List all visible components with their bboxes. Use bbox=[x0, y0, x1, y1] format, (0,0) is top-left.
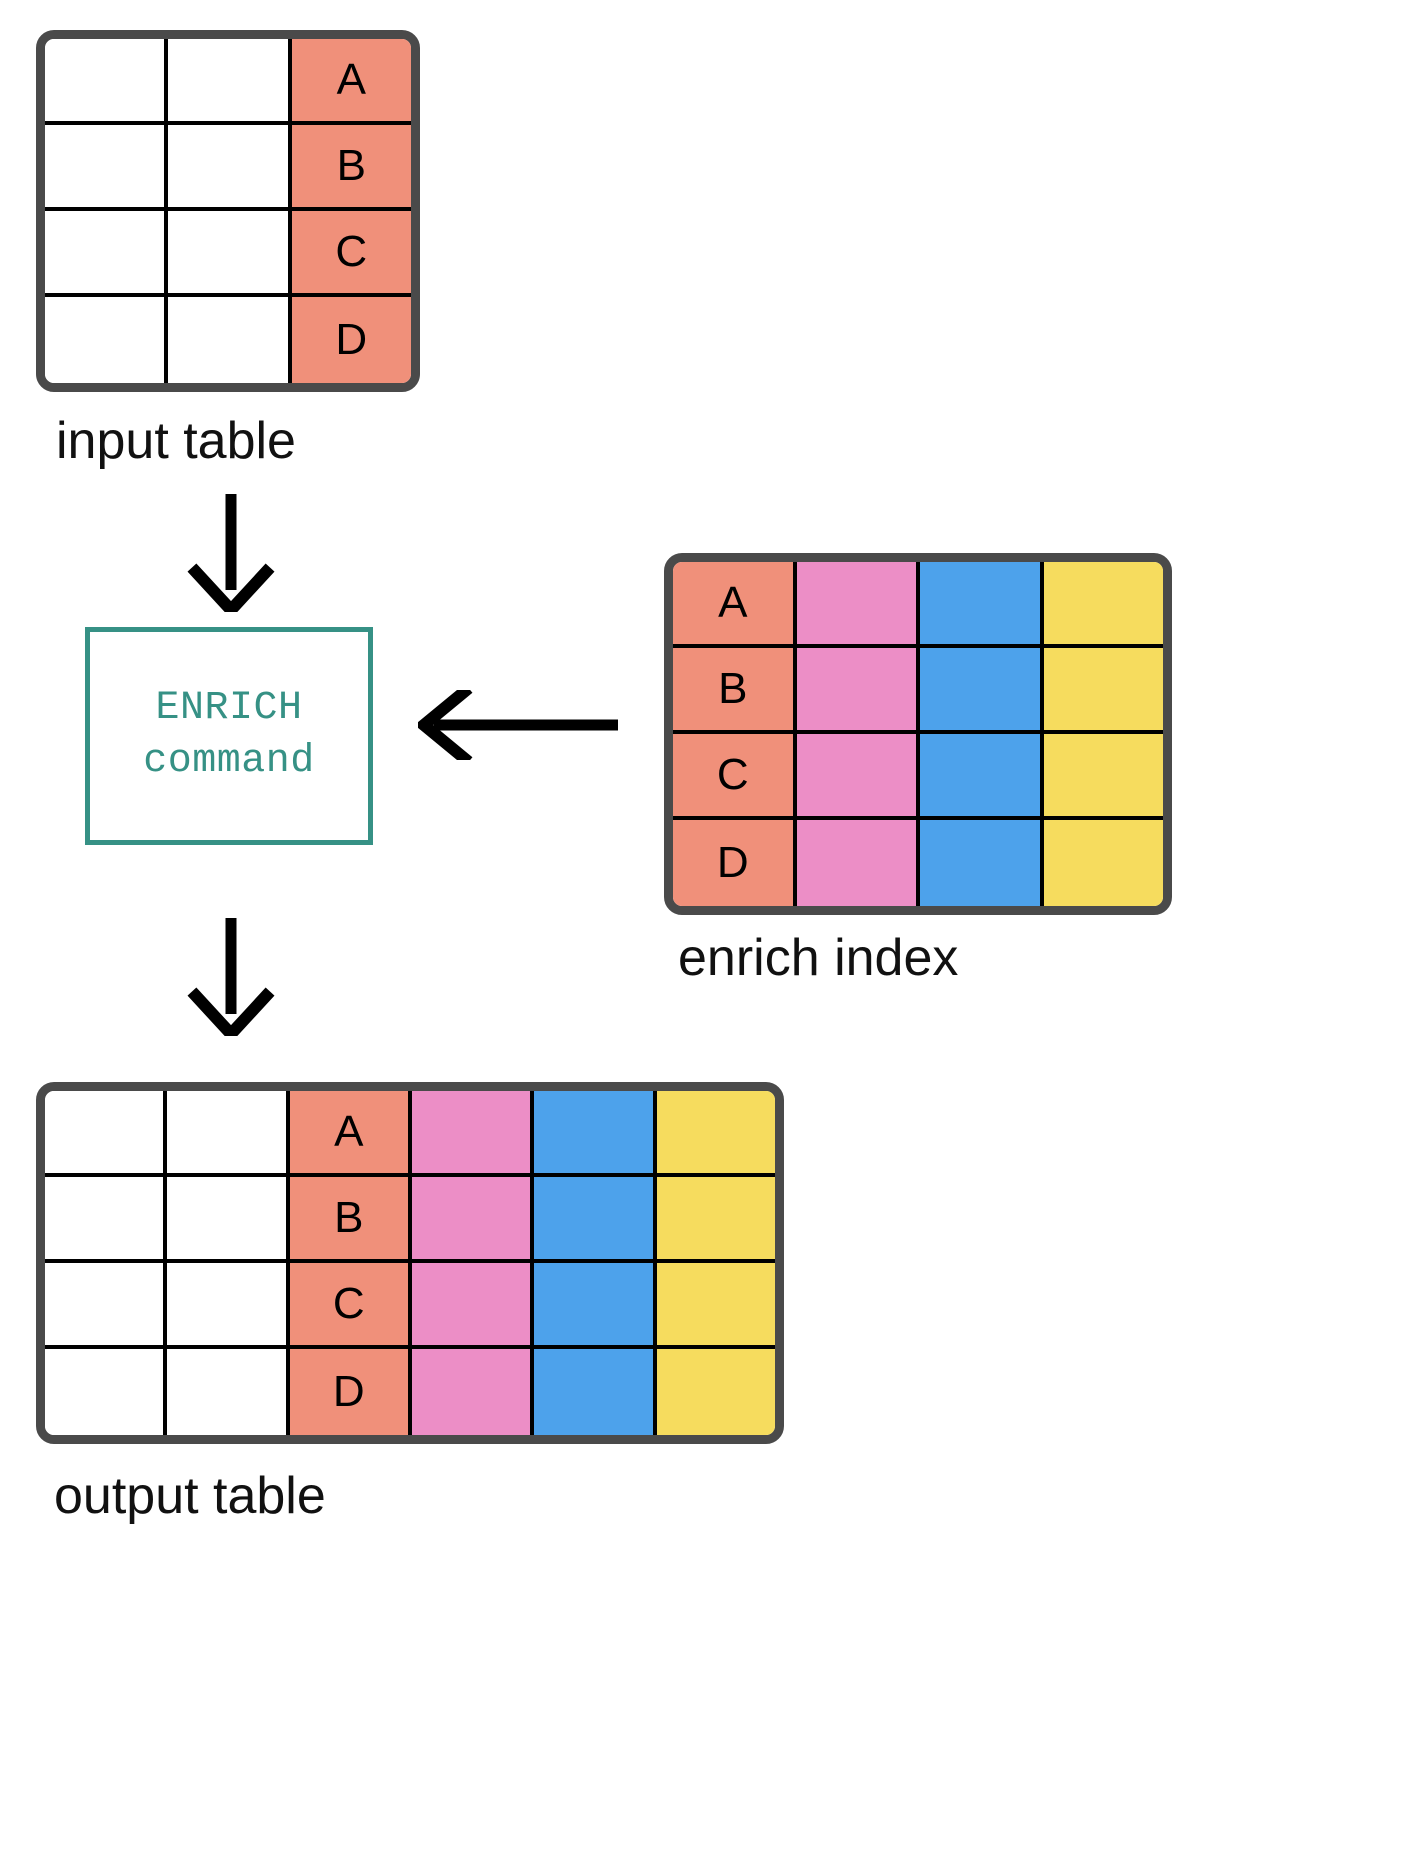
table-row: A bbox=[673, 562, 1163, 648]
table-row: A bbox=[45, 39, 411, 125]
table-cell bbox=[168, 125, 292, 211]
table-cell bbox=[534, 1091, 657, 1177]
table-cell bbox=[45, 1349, 168, 1435]
table-row: C bbox=[673, 734, 1163, 820]
table-cell bbox=[920, 562, 1044, 648]
table-cell-key: B bbox=[291, 125, 411, 211]
arrow-index-to-command-icon bbox=[418, 690, 618, 760]
enrich-command-line-1: ENRICH bbox=[155, 686, 303, 732]
table-cell bbox=[411, 1177, 535, 1263]
enrich-command-line-2: command bbox=[143, 739, 315, 784]
table-cell bbox=[656, 1263, 775, 1349]
table-cell bbox=[796, 820, 920, 906]
table-cell-key: D bbox=[673, 820, 797, 906]
table-cell bbox=[1043, 562, 1163, 648]
table-cell bbox=[656, 1177, 775, 1263]
table-cell bbox=[45, 39, 169, 125]
table-row: B bbox=[673, 648, 1163, 734]
arrow-command-to-output-icon bbox=[187, 918, 275, 1036]
table-cell bbox=[168, 39, 292, 125]
table-row: A bbox=[45, 1091, 775, 1177]
table-cell bbox=[796, 648, 920, 734]
table-cell bbox=[45, 1263, 168, 1349]
table-cell bbox=[167, 1177, 290, 1263]
table-cell-key: A bbox=[291, 39, 411, 125]
table-cell-key: C bbox=[289, 1263, 412, 1349]
table-row: C bbox=[45, 211, 411, 297]
table-cell bbox=[167, 1263, 290, 1349]
table-cell-key: B bbox=[289, 1177, 412, 1263]
table-row: D bbox=[673, 820, 1163, 906]
input-table-label: input table bbox=[56, 412, 296, 470]
table-row: D bbox=[45, 297, 411, 383]
table-row: C bbox=[45, 1263, 775, 1349]
table-cell bbox=[920, 734, 1044, 820]
table-cell-key: D bbox=[291, 297, 411, 383]
table-cell bbox=[45, 297, 169, 383]
table-cell bbox=[45, 1177, 168, 1263]
arrow-input-to-command-icon bbox=[187, 494, 275, 612]
table-cell-key: B bbox=[673, 648, 797, 734]
table-cell bbox=[1043, 734, 1163, 820]
enrich-index-label: enrich index bbox=[678, 929, 959, 987]
table-cell-key: C bbox=[673, 734, 797, 820]
table-cell bbox=[168, 297, 292, 383]
table-cell bbox=[796, 562, 920, 648]
table-cell bbox=[920, 820, 1044, 906]
table-cell bbox=[796, 734, 920, 820]
table-cell bbox=[167, 1349, 290, 1435]
table-cell bbox=[534, 1263, 657, 1349]
table-cell bbox=[168, 211, 292, 297]
table-cell-key: A bbox=[289, 1091, 412, 1177]
table-cell bbox=[411, 1091, 535, 1177]
table-cell bbox=[167, 1091, 290, 1177]
output-table-label: output table bbox=[54, 1467, 326, 1525]
table-cell bbox=[656, 1091, 775, 1177]
table-cell bbox=[1043, 648, 1163, 734]
table-cell-key: C bbox=[291, 211, 411, 297]
table-cell-key: A bbox=[673, 562, 797, 648]
table-cell bbox=[411, 1349, 535, 1435]
table-cell bbox=[534, 1349, 657, 1435]
enrich-command-box: ENRICH command bbox=[85, 627, 373, 845]
output-table: A B C D bbox=[36, 1082, 784, 1444]
table-cell bbox=[45, 125, 169, 211]
table-cell-key: D bbox=[289, 1349, 412, 1435]
table-cell bbox=[411, 1263, 535, 1349]
table-row: B bbox=[45, 125, 411, 211]
table-cell bbox=[45, 211, 169, 297]
table-cell bbox=[1043, 820, 1163, 906]
table-cell bbox=[45, 1091, 168, 1177]
table-row: D bbox=[45, 1349, 775, 1435]
table-row: B bbox=[45, 1177, 775, 1263]
table-cell bbox=[534, 1177, 657, 1263]
table-cell bbox=[656, 1349, 775, 1435]
input-table: A B C D bbox=[36, 30, 420, 392]
table-cell bbox=[920, 648, 1044, 734]
enrich-index-table: A B C D bbox=[664, 553, 1172, 915]
